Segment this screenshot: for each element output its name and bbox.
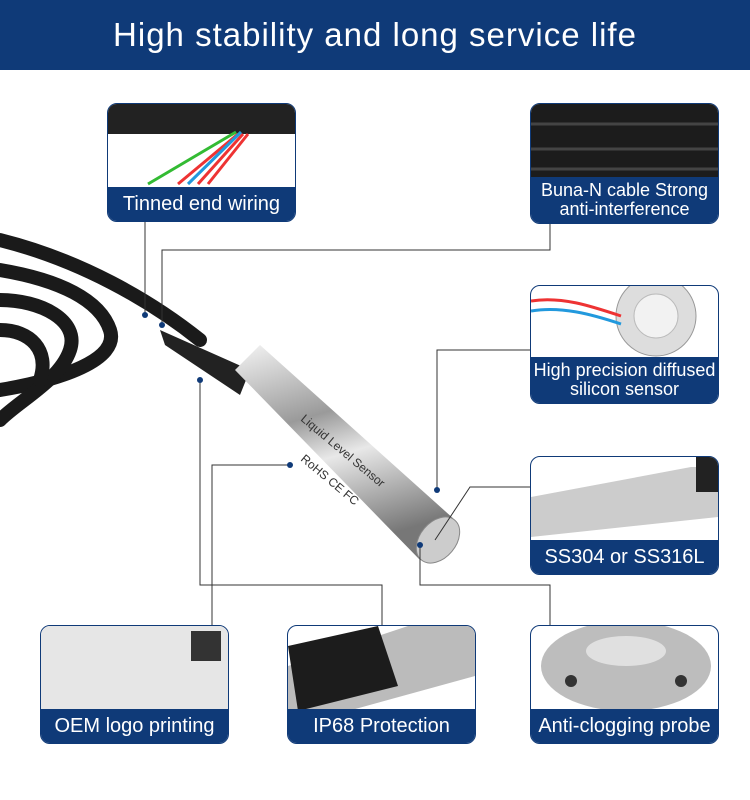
callout-label: OEM logo printing: [41, 709, 228, 743]
callout-buna-cable: Buna-N cable Strong anti-interference: [530, 103, 719, 224]
oem-print-photo: [41, 626, 228, 711]
callout-lines: [144, 220, 551, 625]
callout-label: SS304 or SS316L: [531, 540, 718, 574]
ip68-photo: [288, 626, 475, 711]
sensor-tip: [415, 516, 461, 564]
wiring-photo: [108, 104, 295, 186]
callout-label: Tinned end wiring: [108, 187, 295, 221]
callout-oem-logo: OEM logo printing: [40, 625, 229, 744]
cable-gland: [160, 330, 250, 395]
callout-label: Anti-clogging probe: [531, 709, 718, 743]
probe-photo: [541, 626, 711, 711]
steel-photo: [531, 457, 718, 537]
callout-anti-clogging: Anti-clogging probe: [530, 625, 719, 744]
sensor-photo: [531, 286, 697, 357]
callout-stainless-steel: SS304 or SS316L: [530, 456, 719, 575]
cable-photo: [531, 104, 718, 184]
coiled-cable: [0, 233, 207, 427]
callout-label: IP68 Protection: [288, 709, 475, 743]
steel-sensor-body: [235, 345, 455, 560]
callout-silicon-sensor: High precision diffused silicon sensor: [530, 285, 719, 404]
page-title: High stability and long service life: [0, 0, 750, 70]
callout-ip68: IP68 Protection: [287, 625, 476, 744]
callout-label: Buna-N cable Strong anti-interference: [531, 177, 718, 223]
callout-tinned-wiring: Tinned end wiring: [107, 103, 296, 222]
callout-label: High precision diffused silicon sensor: [531, 357, 718, 403]
